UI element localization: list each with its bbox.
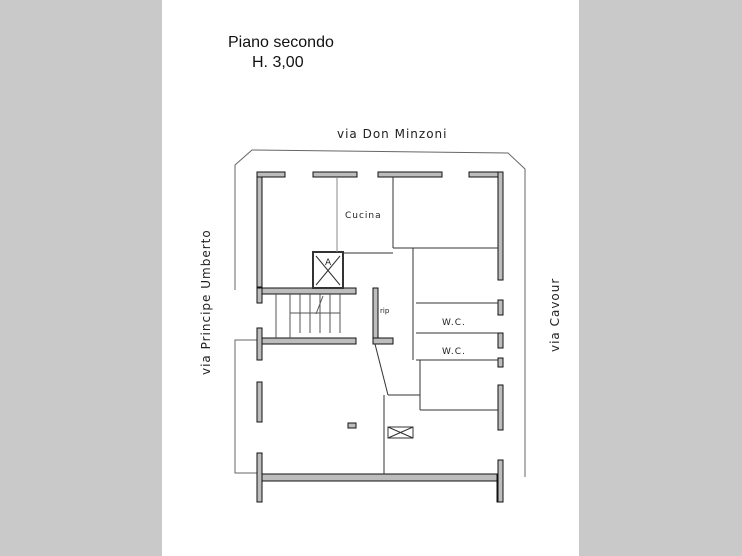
street-right: via Cavour bbox=[548, 278, 562, 352]
room-wc-1: W.C. bbox=[442, 318, 466, 328]
floor-title: Piano secondo bbox=[228, 34, 334, 51]
room-storage: rip bbox=[380, 307, 390, 315]
floor-height: H. 3,00 bbox=[252, 54, 304, 71]
street-top: via Don Minzoni bbox=[337, 127, 447, 141]
walls bbox=[256, 171, 504, 503]
interior-lines bbox=[275, 177, 498, 474]
left-margin bbox=[0, 0, 162, 556]
street-left: via Principe Umberto bbox=[199, 229, 213, 375]
room-kitchen: Cucina bbox=[345, 211, 382, 221]
room-elevator: A bbox=[325, 258, 332, 268]
room-wc-2: W.C. bbox=[442, 347, 466, 357]
right-margin bbox=[579, 0, 742, 556]
building-outline bbox=[234, 149, 526, 477]
